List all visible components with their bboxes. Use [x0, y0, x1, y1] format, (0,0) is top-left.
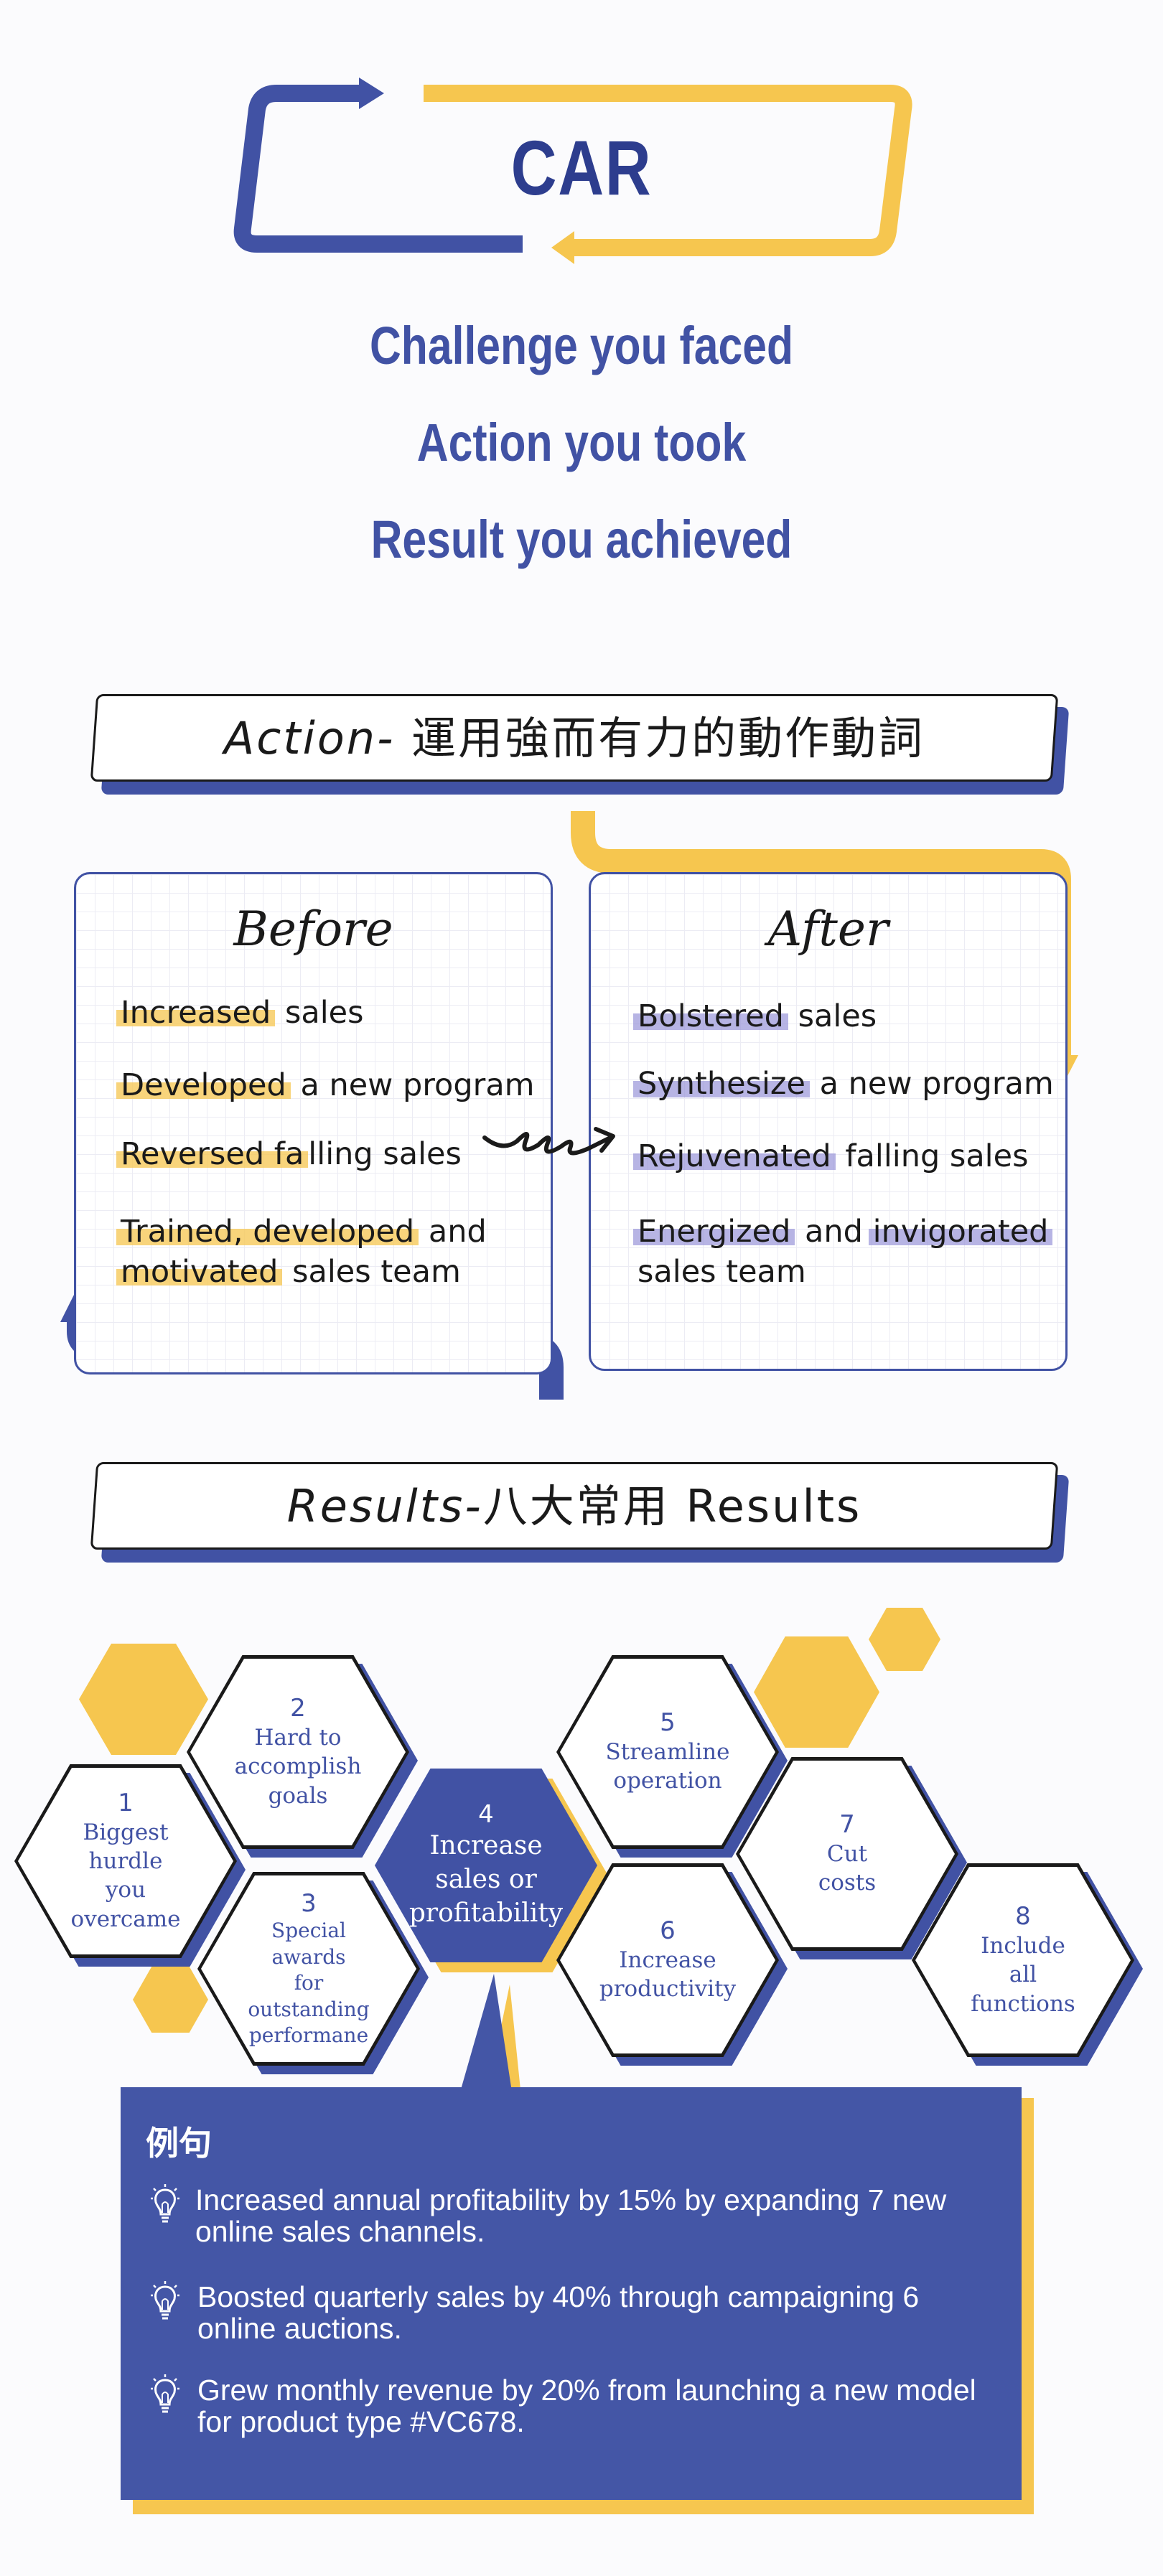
lightbulb-icon	[151, 2374, 179, 2413]
before-item: Increased sales	[116, 993, 364, 1033]
before-item-text: and	[419, 1214, 487, 1250]
hexagon-label: sales or	[435, 1865, 537, 1894]
example-sentence: Boosted quarterly sales by 40% through c…	[197, 2281, 919, 2344]
before-heading: Before	[233, 901, 393, 957]
decor-hexagon	[79, 1644, 208, 1755]
result-line: Result you achieved	[370, 510, 793, 569]
hexagon-number: 7	[839, 1810, 855, 1840]
before-item-highlight: Developed	[116, 1067, 291, 1103]
hexagon-label: Special	[271, 1919, 346, 1943]
before-item-text: lling sales	[308, 1136, 462, 1172]
action-line: Action you took	[416, 413, 747, 472]
after-item: Energized and invigorated sales team	[633, 1212, 1054, 1292]
hexagon-number: 6	[660, 1916, 676, 1946]
decor-hexagon	[133, 1967, 208, 2033]
action-banner-rest: 運用強而有力的動作動詞	[395, 712, 925, 764]
example-sentence: Grew monthly revenue by 20% from launchi…	[197, 2374, 976, 2437]
hexagon-label: functions	[971, 1990, 1075, 2017]
hexagon-number: 4	[478, 1800, 494, 1830]
hexagon-number: 2	[290, 1694, 306, 1723]
after-panel	[589, 872, 1068, 1371]
hexagon-label: accomplish	[234, 1753, 362, 1780]
after-item: Synthesize a new program	[633, 1064, 1054, 1104]
hexagon-label: costs	[818, 1870, 877, 1896]
hexagon-label: Hard to	[254, 1724, 342, 1751]
hexagon-label: Include	[981, 1932, 1065, 1959]
hexagon-label: performane	[248, 2023, 369, 2047]
after-item-highlight: Energized	[633, 1214, 795, 1250]
hexagon-label: Biggest	[83, 1819, 169, 1845]
before-item-text: a new program	[290, 1067, 535, 1103]
hexagon-label: goals	[268, 1782, 328, 1809]
hexagon-label: Increase	[429, 1831, 543, 1861]
before-item-highlight: motivated	[116, 1254, 283, 1290]
hexagon-label: hurdle	[88, 1848, 163, 1875]
results-banner-title: Results-八大常用 Results	[93, 1484, 1055, 1529]
hexagon-label: productivity	[599, 1976, 737, 2003]
examples-box	[121, 2087, 1022, 2500]
before-panel	[74, 872, 553, 1374]
before-item-highlight: Increased	[116, 995, 276, 1031]
before-item-highlight: Trained, developed	[116, 1214, 419, 1250]
hexagon-label: Increase	[619, 1947, 716, 1974]
after-item-highlight: invigorated	[868, 1214, 1053, 1250]
after-item-highlight: Synthesize	[633, 1066, 810, 1102]
car-title: CAR	[510, 124, 653, 211]
hexagon-label: profitability	[408, 1898, 564, 1928]
hexagon-label: Cut	[826, 1841, 868, 1868]
after-item-text: falling sales	[835, 1138, 1029, 1174]
after-item: Bolstered sales	[633, 996, 877, 1036]
after-item-highlight: Bolstered	[633, 998, 788, 1034]
after-item-text: and	[795, 1214, 873, 1250]
after-item-text: sales	[788, 998, 877, 1034]
hexagon-label: operation	[613, 1768, 722, 1794]
after-item-text: sales team	[637, 1254, 806, 1290]
example-line: for product type #VC678.	[197, 2405, 525, 2438]
car-cycle-arrows	[233, 78, 912, 264]
example-sentence: Increased annual profitability by 15% by…	[195, 2184, 946, 2247]
decor-hexagon	[754, 1636, 879, 1748]
hexagon-4: 4 Increase sales or profitability	[375, 1769, 597, 1962]
hexagon-label: awards	[271, 1944, 346, 1969]
before-item-text: sales	[275, 995, 364, 1031]
after-item-highlight: Rejuvenated	[633, 1138, 836, 1174]
example-line: online auctions.	[197, 2312, 402, 2345]
hexagon-label: for	[294, 1971, 324, 1995]
lightbulb-icon	[151, 2281, 179, 2320]
after-item-text: a new program	[809, 1066, 1054, 1102]
example-line: Boosted quarterly sales by 40% through c…	[197, 2280, 920, 2313]
action-banner-italic: Action-	[223, 712, 396, 764]
after-heading: After	[767, 901, 889, 957]
example-line: online sales channels.	[195, 2215, 485, 2248]
before-item: Trained, developed and motivated sales te…	[116, 1212, 523, 1292]
hexagon-number: 8	[1015, 1902, 1031, 1931]
hexagon-number: 5	[660, 1708, 676, 1738]
curly-arrow-icon	[482, 1127, 615, 1156]
results-banner-rest: 八大常用 Results	[482, 1480, 862, 1532]
decor-hexagon	[869, 1608, 940, 1671]
challenge-line: Challenge you faced	[369, 316, 794, 375]
hexagon-label: overcame	[70, 1906, 181, 1932]
hexagon-label: Streamline	[605, 1739, 730, 1766]
after-item: Rejuvenated falling sales	[633, 1136, 1029, 1176]
examples-title: 例句	[146, 2124, 212, 2163]
hexagon-number: 3	[301, 1888, 317, 1918]
lightbulb-icon	[151, 2184, 179, 2223]
hexagon-number: 1	[118, 1789, 134, 1817]
before-item-highlight: Reversed fa	[116, 1136, 309, 1172]
results-banner-italic: Results-	[286, 1480, 483, 1532]
hexagon-label: outstanding	[248, 1997, 370, 2021]
hexagon-label: you	[105, 1877, 146, 1903]
example-line: Increased annual profitability by 15% by…	[195, 2183, 947, 2216]
before-item: Developed a new program	[116, 1065, 535, 1105]
before-item-text: sales team	[282, 1254, 461, 1290]
example-line: Grew monthly revenue by 20% from launchi…	[197, 2374, 976, 2407]
action-banner-title: Action- 運用強而有力的動作動詞	[93, 716, 1055, 761]
hexagon-label: all	[1009, 1962, 1037, 1988]
